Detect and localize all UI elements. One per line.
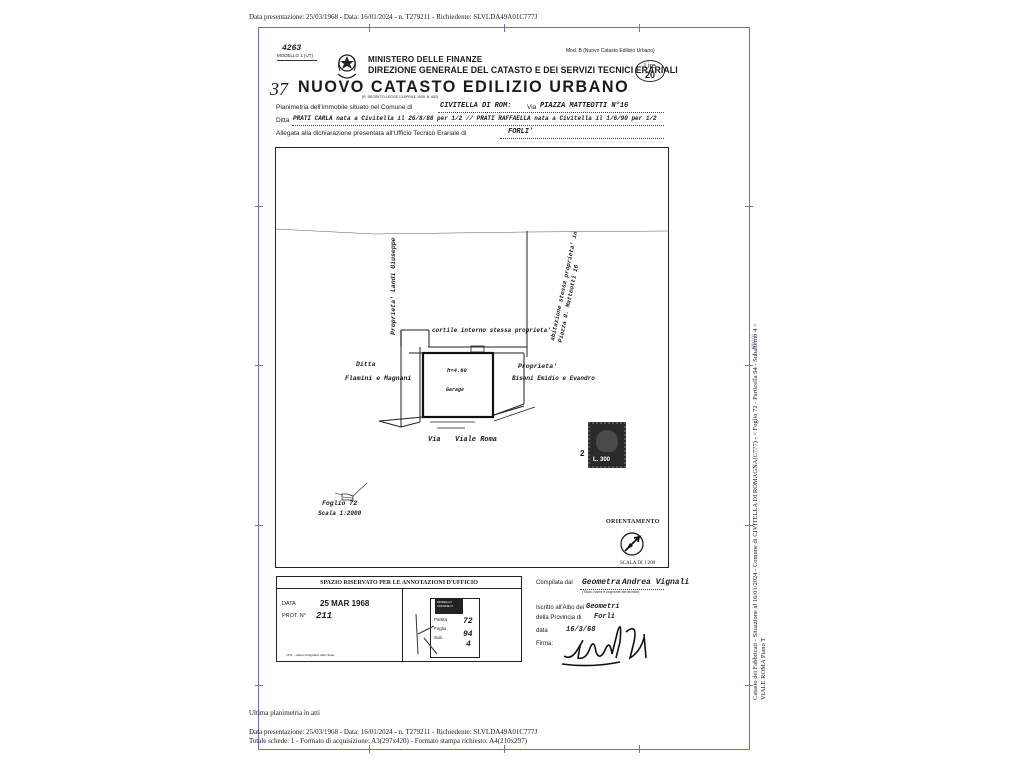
compiler-date-value: 16/3/68 (566, 626, 596, 634)
albo-value: Geometri (586, 603, 620, 611)
floor-plan-drawing (275, 228, 669, 501)
label-cortile: cortile interno stessa proprieta' (432, 327, 551, 334)
office-prot-label: PROT. N° (282, 613, 306, 619)
model-note: Mod. B (Nuovo Catasto Edilizio Urbano) (566, 48, 655, 54)
signature-label: Firma: (536, 641, 553, 647)
label-ditta-left-names: Flamini e Magnani (345, 375, 412, 382)
street-label: Via (527, 104, 537, 111)
office-date-label: DATA (282, 601, 296, 607)
municipality-label: Planimetria dell'immobile situato nel Co… (276, 104, 413, 111)
owner-label: Ditta (276, 117, 290, 124)
box-value-particella: 94 (463, 630, 473, 639)
footer-last-plan: Ultima planimetria in atti (249, 709, 320, 717)
label-scala-small: Scala 1:2000 (318, 510, 362, 517)
office-label: Allegata alla dichiarazione presentata a… (276, 130, 467, 137)
side-blue-number: 1000 01 (752, 333, 757, 350)
registry-number: 37 (270, 79, 288, 99)
office-title: SPAZIO RISERVATO PER LE ANNOTAZIONI D'UF… (276, 576, 522, 589)
office-prot-value: 211 (316, 611, 333, 621)
office-date-value: 25 MAR 1968 (320, 599, 370, 608)
box-line-origine: ORIGINE N. (437, 604, 454, 608)
municipality-value: CIVITELLA DI ROM: (440, 102, 512, 110)
box-row-partita: Partita (434, 615, 476, 624)
side-line-2: VIALE ROMA Piano T (760, 637, 767, 700)
box-value-foglio: 72 (463, 617, 473, 626)
label-via: Via (428, 436, 441, 444)
ministry-title: MINISTERO DELLE FINANZE (368, 55, 483, 64)
cadastral-box-header: MODELLO ORIGINE N. (435, 599, 463, 614)
signature-icon (561, 626, 647, 667)
law-reference: (R. DECRETO-LEGGE 13 APRILE 1939, N. 652… (362, 95, 439, 99)
header-line: Data presentazione: 25/03/1968 - Data: 1… (249, 13, 538, 21)
registry-title: NUOVO CATASTO EDILIZIO URBANO (298, 77, 630, 96)
side-cadastral-info: Catasto dei Fabbricati - Situazione al 1… (752, 323, 768, 700)
province-value: Forlì (594, 613, 616, 621)
compiler-title: Geometra (582, 578, 621, 587)
label-garage: Garage (446, 387, 465, 393)
model-label: MODELLO 1 (UT) (277, 53, 314, 58)
scale-label: SCALA DI 1:200 (620, 561, 656, 566)
label-foglio: Foglio 72 (322, 500, 358, 507)
street-value: PIAZZA MATTEOTTI N°16 (540, 102, 629, 110)
document-number: 4263 (282, 44, 302, 53)
label-viale-roma: Viale Roma (455, 436, 498, 444)
compiler-date-label: data (536, 628, 548, 634)
footer-presentation: Data presentazione: 25/03/1968 - Data: 1… (249, 728, 538, 736)
price-seal: Lire 20 (635, 60, 665, 82)
revenue-stamp: L. 300 (588, 422, 626, 468)
price-label: Lire (644, 63, 656, 70)
cadastral-box: MODELLO ORIGINE N. Partita Foglio Sub. (430, 598, 480, 658)
side-line-1: Catasto dei Fabbricati - Situazione al 1… (752, 323, 759, 700)
footer-format: Totale schede: 1 - Formato di acquisizio… (249, 737, 527, 745)
printer-note: I.P.S. - Istituto Poligrafico dello Stat… (286, 653, 335, 657)
label-prop-landi: Proprieta' Landi Giuseppe (390, 237, 397, 335)
compiler-name-note: (Titolo, nome e cognome del tecnico) (582, 590, 640, 594)
stamp-digit: 2 (580, 449, 585, 458)
emblem-icon (337, 54, 357, 79)
box-row-sub: Sub. (434, 633, 476, 642)
box-label-sub: Sub. (434, 635, 444, 640)
albo-label: Iscritto all'Albo dei (536, 605, 585, 611)
owner-value: PRATI CARLA nata a Civitella il 26/8/88 … (293, 115, 657, 122)
box-value-sub: 4 (466, 640, 471, 649)
directorate-title: DIREZIONE GENERALE DEL CATASTO E DEI SER… (368, 65, 678, 76)
document-frame (255, 24, 753, 753)
compiled-label: Compilata dal (536, 580, 573, 586)
box-line-modello: MODELLO (437, 600, 452, 604)
label-prop-right: Proprieta' (518, 363, 558, 370)
compass-icon (620, 532, 644, 556)
stamp-value: L. 300 (593, 457, 611, 463)
label-prop-right-names: Bisoni Emidio e Evandro (512, 375, 595, 382)
label-height: h=4.60 (447, 367, 467, 374)
floor-plan-box (275, 147, 669, 568)
price-value: 20 (644, 70, 655, 80)
label-ditta-left: Ditta (356, 361, 376, 368)
box-label-foglio: Foglio (434, 626, 447, 631)
office-value: FORLI' (508, 128, 534, 136)
box-row-foglio: Foglio (434, 624, 476, 633)
handwritten-mark (415, 613, 438, 655)
compiler-name: Andrea Vignali (622, 578, 690, 587)
box-label-partita: Partita (434, 617, 448, 622)
orientation-label: ORIENTAMENTO (606, 519, 660, 525)
province-label: della Provincia di (536, 615, 582, 621)
